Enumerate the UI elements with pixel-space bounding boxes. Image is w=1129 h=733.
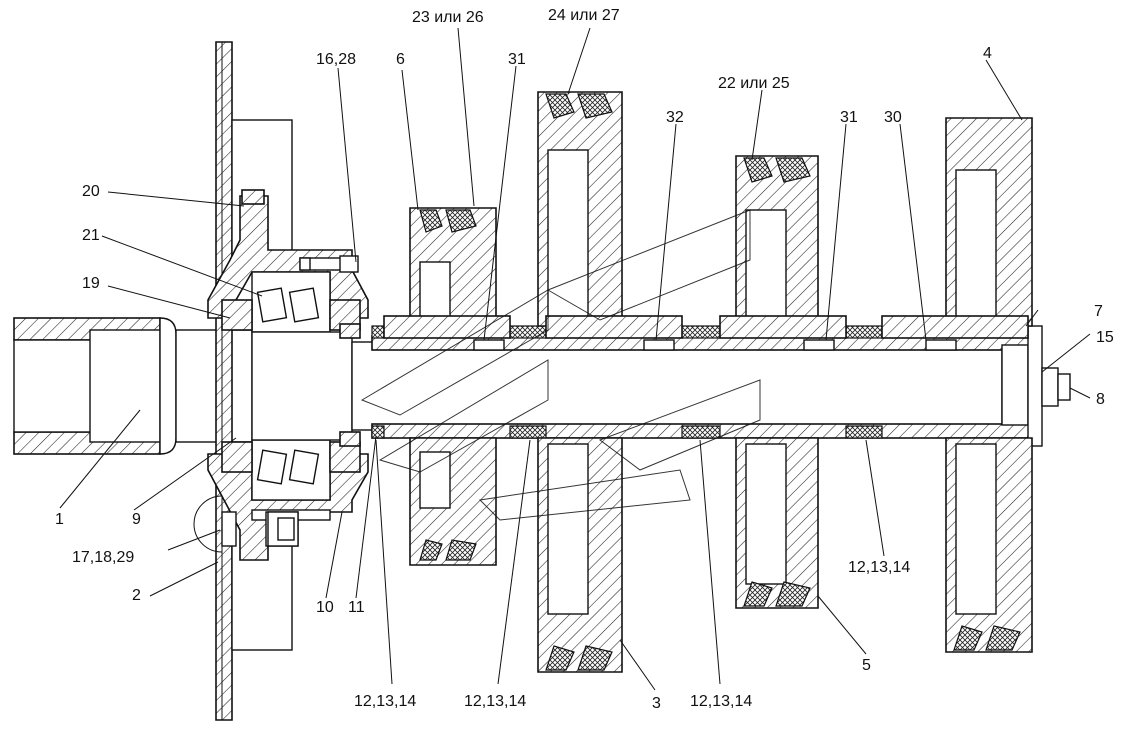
pulley-6 <box>409 207 497 566</box>
pulley-4 <box>945 117 1033 653</box>
label-part-12-13-14-c: 12,13,14 <box>690 693 752 710</box>
label-part-5: 5 <box>862 657 871 674</box>
label-part-8: 8 <box>1096 391 1105 408</box>
hubs-and-keys <box>383 315 1029 351</box>
input-shaft <box>13 317 253 455</box>
part-labels: 1 2 3 4 5 6 7 8 9 10 11 15 16,28 17,18,2… <box>55 7 1114 712</box>
pulley-5 <box>735 155 819 609</box>
pulley-3 <box>537 91 623 673</box>
label-part-30: 30 <box>884 109 902 126</box>
label-part-20: 20 <box>82 183 100 200</box>
label-part-3: 3 <box>652 695 661 712</box>
label-part-2: 2 <box>132 587 141 604</box>
label-part-23-26: 23 или 26 <box>412 9 484 26</box>
label-part-12-13-14-a: 12,13,14 <box>354 693 416 710</box>
label-part-31-right: 31 <box>840 109 858 126</box>
label-part-10: 10 <box>316 599 334 616</box>
label-part-9: 9 <box>132 511 141 528</box>
spacer-sleeves <box>371 325 883 439</box>
label-part-12-13-14-d: 12,13,14 <box>848 559 910 576</box>
label-part-17-18-29: 17,18,29 <box>72 549 134 566</box>
label-part-12-13-14-b: 12,13,14 <box>464 693 526 710</box>
label-part-1: 1 <box>55 511 64 528</box>
label-part-11: 11 <box>348 599 365 616</box>
label-part-24-27: 24 или 27 <box>548 7 620 24</box>
label-part-16-28: 16,28 <box>316 51 356 68</box>
leader-lines <box>59 27 1091 691</box>
label-part-21: 21 <box>82 227 100 244</box>
roller-bearing <box>221 271 361 501</box>
label-part-19: 19 <box>82 275 100 292</box>
label-part-32: 32 <box>666 109 684 126</box>
label-part-7: 7 <box>1094 303 1103 320</box>
fasteners <box>267 255 359 547</box>
label-part-15: 15 <box>1096 329 1114 346</box>
label-part-4: 4 <box>983 45 992 62</box>
label-part-22-25: 22 или 25 <box>718 75 790 92</box>
label-part-31-left: 31 <box>508 51 526 68</box>
label-part-6: 6 <box>396 51 405 68</box>
